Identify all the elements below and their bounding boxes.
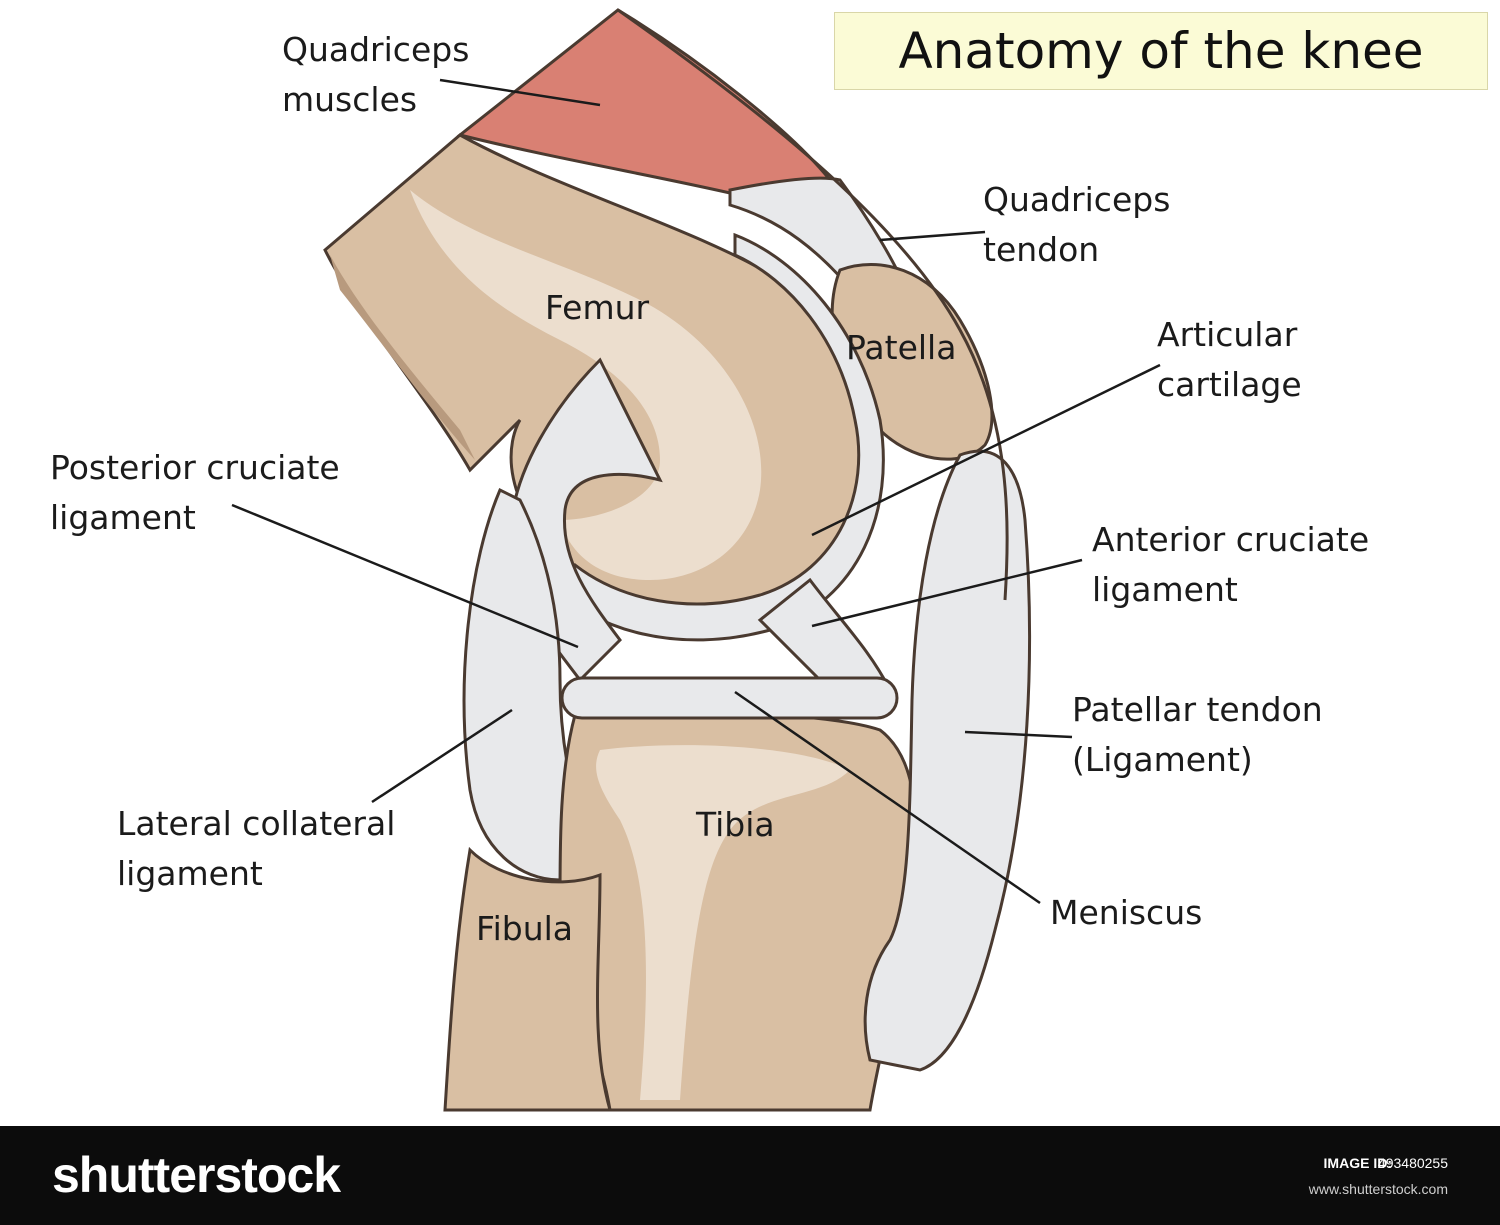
- label-articular-cartilage: Articular cartilage: [1157, 315, 1302, 404]
- label-posterior-cruciate: Posterior cruciate ligament: [50, 448, 340, 537]
- leader-quadriceps-tendon: [879, 230, 986, 242]
- label-tibia: Tibia: [696, 805, 775, 844]
- image-id-label: IMAGE ID:: [1323, 1155, 1392, 1171]
- leader-posterior-cruciate: [231, 503, 579, 649]
- label-anterior-cruciate: Anterior cruciate ligament: [1092, 520, 1370, 609]
- image-id-value: 493480255: [1377, 1155, 1448, 1171]
- leader-patellar-tendon: [964, 730, 1073, 739]
- tibia-highlight: [596, 745, 850, 1100]
- leader-articular-cartilage: [811, 363, 1161, 537]
- leader-meniscus: [734, 690, 1041, 905]
- label-patellar-tendon: Patellar tendon (Ligament): [1072, 690, 1323, 779]
- leader-anterior-cruciate: [811, 558, 1083, 628]
- femur-shadow: [330, 255, 475, 460]
- label-fibula: Fibula: [476, 909, 574, 948]
- label-femur: Femur: [545, 288, 650, 327]
- footer-bar: shutterstock IMAGE ID: 493480255 www.shu…: [0, 1126, 1500, 1225]
- label-quadriceps-tendon: Quadriceps tendon: [983, 180, 1171, 269]
- title-box: Anatomy of the knee: [834, 12, 1488, 90]
- patellar-tendon-shape: [863, 449, 1032, 1072]
- leader-lateral-collateral: [371, 708, 513, 804]
- label-meniscus: Meniscus: [1050, 893, 1203, 932]
- brand-logo[interactable]: shutterstock: [52, 1147, 341, 1203]
- site-url[interactable]: www.shutterstock.com: [1308, 1181, 1448, 1197]
- leader-lines: [231, 78, 1161, 905]
- fibula-shape: [443, 846, 612, 1112]
- label-patella: Patella: [846, 328, 957, 367]
- femur-highlight: [410, 190, 762, 580]
- label-quadriceps-muscles: Quadriceps muscles: [282, 30, 470, 119]
- leader-quadriceps-muscles: [439, 78, 601, 107]
- label-lateral-collateral: Lateral collateral ligament: [117, 804, 396, 893]
- anterior-contour: [617, 8, 1009, 601]
- knee-illustration: [231, 8, 1161, 1112]
- meniscus-shape: [560, 676, 899, 720]
- page-title: Anatomy of the knee: [898, 22, 1424, 80]
